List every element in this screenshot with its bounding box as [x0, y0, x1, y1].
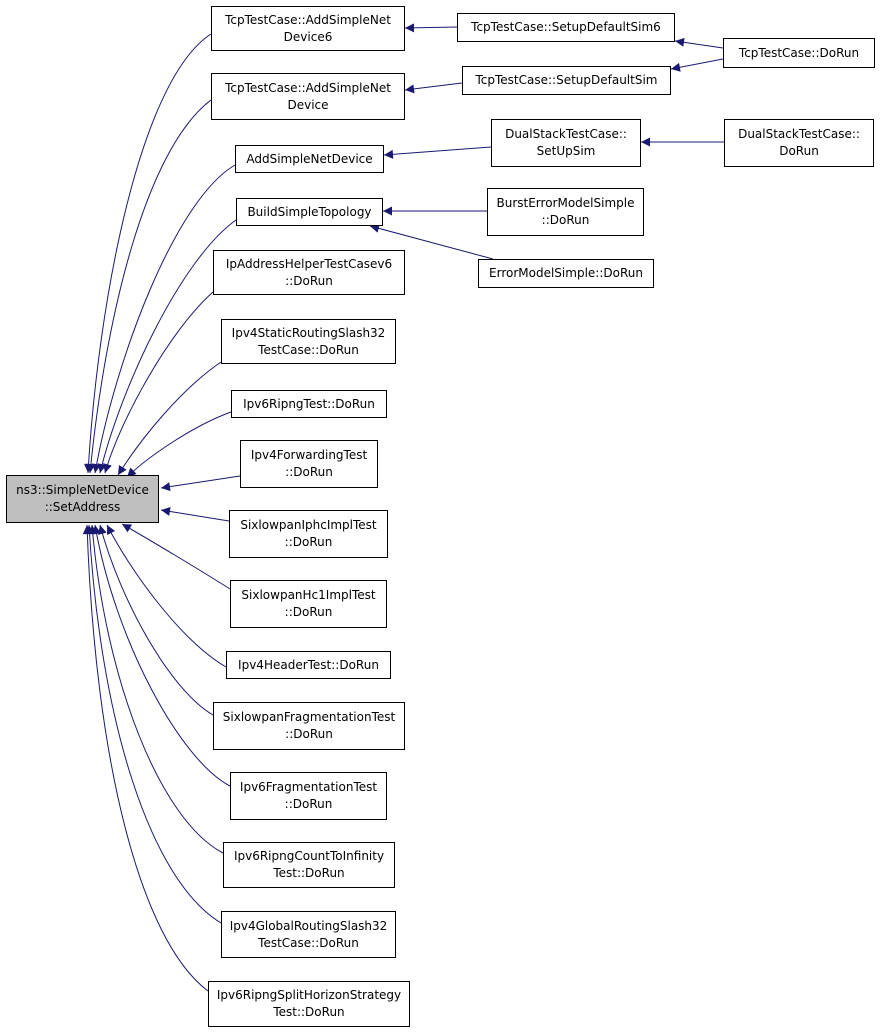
node-label-line: TcpTestCase::SetupDefaultSim6 — [471, 20, 661, 34]
edge-add-simple-net-device-tcp-to-set-address — [86, 99, 212, 474]
node-label-line: DualStackTestCase:: — [738, 127, 860, 141]
node-label-line: IpAddressHelperTestCasev6 — [225, 256, 393, 271]
edge-ipv4-global-routing-slash32-to-set-address — [85, 524, 222, 924]
node-tcp-test-case-dorun[interactable]: TcpTestCase::DoRun — [723, 38, 875, 68]
node-label-line: SixlowpanFragmentationTest — [222, 710, 396, 724]
edge-build-simple-topology-to-set-address — [97, 219, 237, 474]
edge-ip-address-helper-test-to-set-address — [103, 291, 214, 474]
node-ipv4-global-routing-slash32[interactable]: Ipv4GlobalRoutingSlash32 TestCase::DoRun — [221, 911, 396, 958]
node-label-line: Ipv4ForwardingTest — [250, 448, 368, 462]
edge-ipv6-ripng-count-to-infinity-to-set-address — [88, 524, 224, 854]
edge-tcp-test-case-dorun-to-setup-default-sim — [670, 58, 724, 72]
edge-dual-stack-setup-sim-to-add-simple-net-device — [383, 146, 492, 159]
node-ipv6-ripng-test[interactable]: Ipv6RipngTest::DoRun — [231, 390, 387, 418]
edge-ipv4-forwarding-test-to-set-address — [160, 475, 241, 492]
node-label-line: ::DoRun — [541, 213, 590, 227]
node-label-line: Ipv6RipngTest::DoRun — [243, 396, 375, 411]
edge-ipv6-ripng-test-to-set-address — [126, 411, 232, 478]
edge-ipv4-header-test-to-set-address — [106, 524, 227, 668]
node-error-model-simple[interactable]: ErrorModelSimple::DoRun — [478, 259, 654, 288]
node-add-simple-net-device-tcp[interactable]: TcpTestCase::AddSimpleNet Device — [211, 73, 405, 120]
node-ipv4-forwarding-test[interactable]: Ipv4ForwardingTest ::DoRun — [240, 440, 378, 488]
node-label-line: SetUpSim — [536, 144, 596, 158]
node-label-line: Device — [287, 97, 329, 112]
node-label-line: ::DoRun — [284, 797, 333, 811]
node-label-line: ErrorModelSimple::DoRun — [489, 266, 643, 280]
node-sixlowpan-iphc-impl-test[interactable]: SixlowpanIphcImplTest ::DoRun — [229, 510, 388, 558]
node-label-line: Device6 — [283, 29, 333, 44]
node-label-line: Ipv4HeaderTest::DoRun — [238, 657, 379, 672]
edge-setup-default-sim-to-add-simple-net-device-tcp — [404, 82, 463, 94]
node-label-line: TestCase::DoRun — [258, 342, 359, 357]
edge-tcp-test-case-dorun-to-setup-default-sim6 — [674, 37, 724, 49]
edge-sixlowpan-fragmentation-test-to-set-address — [97, 524, 214, 716]
edge-ipv6-fragmentation-test-to-set-address — [92, 524, 231, 787]
node-label-line: ::DoRun — [285, 727, 333, 741]
edge-sixlowpan-iphc-impl-test-to-set-address — [160, 506, 230, 522]
node-label-line: Ipv6RipngSplitHorizonStrategy — [216, 988, 402, 1002]
node-sixlowpan-hc1-impl-test[interactable]: SixlowpanHc1ImplTest ::DoRun — [230, 580, 387, 628]
node-setup-default-sim6[interactable]: TcpTestCase::SetupDefaultSim6 — [457, 13, 675, 42]
node-label-line: BuildSimpleTopology — [247, 204, 372, 219]
node-label-line: TcpTestCase::DoRun — [738, 45, 860, 60]
node-sixlowpan-fragmentation-test[interactable]: SixlowpanFragmentationTest ::DoRun — [213, 702, 405, 750]
node-label-line: BurstErrorModelSimple — [496, 196, 635, 210]
node-label-line: DualStackTestCase:: — [505, 127, 627, 141]
node-build-simple-topology[interactable]: BuildSimpleTopology — [236, 198, 383, 226]
node-label-line: TestCase::DoRun — [258, 935, 359, 950]
node-set-address: ns3::SimpleNetDevice ::SetAddress — [6, 475, 159, 523]
node-ipv6-fragmentation-test[interactable]: Ipv6FragmentationTest ::DoRun — [230, 772, 387, 820]
node-ipv4-header-test[interactable]: Ipv4HeaderTest::DoRun — [226, 651, 391, 679]
node-burst-error-model-simple[interactable]: BurstErrorModelSimple ::DoRun — [487, 188, 644, 236]
node-label-line: AddSimpleNetDevice — [246, 151, 373, 166]
node-ipv6-ripng-split-horizon[interactable]: Ipv6RipngSplitHorizonStrategy Test::DoRu… — [208, 981, 410, 1027]
node-label-line: ::DoRun — [285, 273, 333, 288]
node-label-line: Ipv6FragmentationTest — [239, 780, 378, 794]
node-label-line: TcpTestCase::AddSimpleNet — [225, 80, 391, 95]
node-label-line: Ipv4StaticRoutingSlash32 — [231, 325, 386, 340]
node-add-simple-net-device[interactable]: AddSimpleNetDevice — [235, 145, 384, 173]
node-setup-default-sim[interactable]: TcpTestCase::SetupDefaultSim — [462, 66, 671, 95]
node-dual-stack-setup-sim[interactable]: DualStackTestCase:: SetUpSim — [491, 119, 641, 167]
edge-ipv6-ripng-split-horizon-to-set-address — [82, 524, 209, 992]
edge-ipv4-static-routing-slash32-to-set-address — [117, 361, 222, 476]
node-dual-stack-dorun[interactable]: DualStackTestCase:: DoRun — [724, 119, 874, 167]
node-label-line: ::DoRun — [285, 465, 333, 479]
node-label-line: DoRun — [779, 144, 819, 158]
node-label-line: ::DoRun — [284, 605, 333, 619]
node-label-line: ::SetAddress — [44, 500, 121, 514]
node-label-line: TcpTestCase::SetupDefaultSim — [475, 73, 658, 87]
edge-add-simple-net-device-to-set-address — [92, 164, 236, 474]
node-label-line: SixlowpanIphcImplTest — [240, 518, 377, 532]
node-label-line: Test::DoRun — [273, 1005, 345, 1019]
node-add-simple-net-device6[interactable]: TcpTestCase::AddSimpleNet Device6 — [211, 6, 405, 51]
node-label-line: SixlowpanHc1ImplTest — [241, 588, 376, 602]
node-label-line: Ipv4GlobalRoutingSlash32 — [229, 918, 388, 933]
edge-sixlowpan-hc1-impl-test-to-set-address — [121, 523, 231, 590]
node-label-line: ::DoRun — [284, 535, 333, 549]
node-label-line: ns3::SimpleNetDevice — [16, 483, 149, 497]
node-label-line: Test::DoRun — [273, 866, 345, 880]
node-ipv6-ripng-count-to-infinity[interactable]: Ipv6RipngCountToInfinity Test::DoRun — [223, 842, 395, 888]
node-label-line: Ipv6RipngCountToInfinity — [233, 849, 385, 863]
edge-setup-default-sim6-to-add-simple-net-device6 — [404, 23, 458, 33]
node-label-line: TcpTestCase::AddSimpleNet — [225, 12, 391, 27]
node-ip-address-helper-test[interactable]: IpAddressHelperTestCasev6 ::DoRun — [213, 250, 405, 295]
edge-error-model-simple-to-build-simple-topology — [369, 223, 494, 260]
edge-add-simple-net-device6-to-set-address — [84, 33, 212, 474]
node-ipv4-static-routing-slash32[interactable]: Ipv4StaticRoutingSlash32 TestCase::DoRun — [221, 319, 396, 364]
